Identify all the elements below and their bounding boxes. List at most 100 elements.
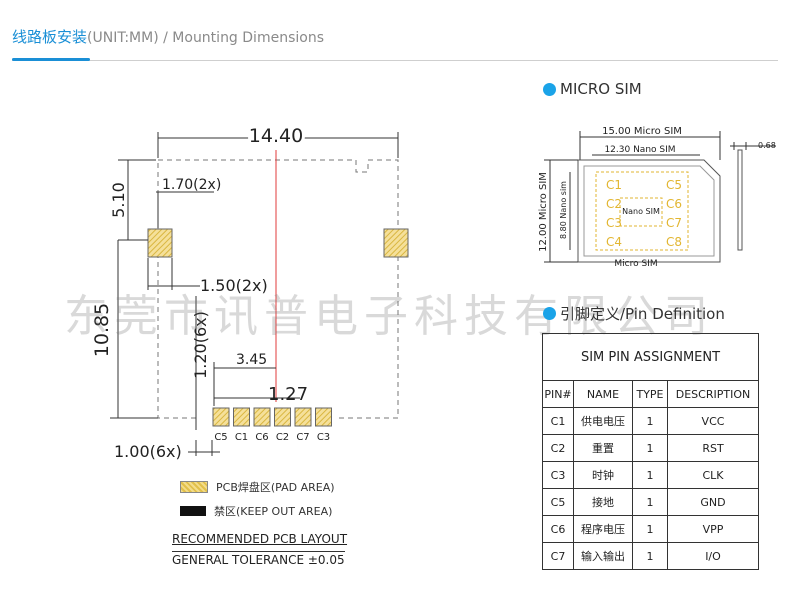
table-cell: 输入输出 (573, 542, 633, 570)
legend-keep-text: 禁区(KEEP OUT AREA) (214, 505, 333, 518)
contact-pad (253, 407, 271, 427)
page-title: 线路板安装(UNIT:MM) / Mounting Dimensions (12, 26, 324, 47)
table-cell: 1 (632, 515, 668, 543)
micro-contact-label: C5 (666, 178, 682, 192)
contact-pad (294, 407, 312, 427)
micro-dim-w: 15.00 Micro SIM (602, 126, 682, 137)
title-cn: 线路板安装 (12, 28, 88, 46)
table-cell: VPP (667, 515, 759, 543)
table-cell: GND (667, 488, 759, 516)
table-cell: C6 (542, 515, 574, 543)
footer-line1: RECOMMENDED PCB LAYOUT (172, 532, 348, 546)
contact-pad-label: C7 (296, 432, 309, 443)
contact-pad-label: C5 (214, 432, 227, 443)
contact-pad (274, 407, 291, 427)
dim-345-line (213, 362, 276, 406)
table-cell: C3 (542, 461, 574, 489)
table-cell: 供电电压 (573, 407, 633, 435)
contact-pad (233, 407, 250, 427)
micro-contact-label: C2 (606, 197, 622, 211)
contact-pad-label: C3 (317, 432, 330, 443)
table-cell: 1 (632, 488, 668, 516)
pad-right (383, 228, 409, 258)
dim-pin-w: 1.00(6x) (114, 442, 182, 461)
dim-pin-w-line (188, 440, 220, 456)
micro-dim-nano-w: 12.30 Nano SIM (604, 145, 675, 155)
table-cell: 接地 (573, 488, 633, 516)
micro-sim-title-text: MICRO SIM (560, 80, 642, 98)
micro-dim-h: 12.00 Micro SIM (538, 172, 549, 252)
table-cell: 1 (632, 542, 668, 570)
table-cell: C2 (542, 434, 574, 462)
micro-contact-label: C6 (666, 197, 682, 211)
header-accent-bar (12, 58, 90, 61)
col-header: PIN# (542, 380, 574, 408)
dim-height-line (110, 240, 158, 419)
dim-345: 3.45 (236, 352, 267, 368)
table-cell: I/O (667, 542, 759, 570)
legend-keep: 禁区(KEEP OUT AREA) (180, 503, 332, 519)
table-cell: 程序电压 (573, 515, 633, 543)
contact-pad-label: C6 (255, 432, 268, 443)
pin-table-header: PIN# NAME TYPE DESCRIPTION (542, 380, 759, 408)
micro-dim-nano-h: 8.80 Nano sim (559, 181, 568, 239)
micro-thickness: 0.68 (758, 141, 776, 150)
table-cell: 1 (632, 461, 668, 489)
table-cell: RST (667, 434, 759, 462)
micro-contact-label: C8 (666, 235, 682, 249)
dim-pad-w: 1.70(2x) (162, 177, 221, 193)
col-header: NAME (573, 380, 633, 408)
pin-def-title-text: 引脚定义/Pin Definition (560, 305, 725, 323)
dim-pad-gap: 1.50(2x) (200, 276, 268, 295)
dim-height: 10.85 (91, 303, 113, 357)
dim-pad-gap-line (147, 258, 200, 290)
table-cell: VCC (667, 407, 759, 435)
pin-def-title: 引脚定义/Pin Definition (543, 303, 725, 324)
micro-nano-label: Nano SIM (622, 207, 660, 216)
table-cell: CLK (667, 461, 759, 489)
bullet-dot-icon (543, 82, 556, 96)
pad-swatch-icon (180, 481, 208, 493)
dim-top-line (118, 159, 156, 241)
header-divider (12, 60, 778, 61)
table-cell: 时钟 (573, 461, 633, 489)
micro-contact-label: C1 (606, 178, 622, 192)
contact-pad (315, 407, 332, 427)
dim-top: 5.10 (109, 182, 128, 218)
micro-contact-label: C4 (606, 235, 622, 249)
title-en: (UNIT:MM) / Mounting Dimensions (87, 30, 324, 46)
micro-contact-label: C3 (606, 216, 622, 230)
legend-pad: PCB焊盘区(PAD AREA) (180, 479, 335, 495)
pin-table: SIM PIN ASSIGNMENT PIN# NAME TYPE DESCRI… (542, 333, 759, 570)
table-cell: C5 (542, 488, 574, 516)
dim-pin-pitch: 1.20(6x) (191, 311, 210, 379)
micro-sim-title: MICRO SIM (543, 80, 642, 98)
dim-width-line (157, 132, 399, 158)
bullet-dot-icon (543, 307, 556, 320)
table-cell: C7 (542, 542, 574, 570)
micro-sim-drawing: 15.00 Micro SIM 12.30 Nano SIM Nano SIM … (538, 126, 776, 269)
table-cell: 1 (632, 434, 668, 462)
dim-127: 1.27 (268, 384, 308, 405)
table-cell: 1 (632, 407, 668, 435)
col-header: DESCRIPTION (667, 380, 759, 408)
contact-pad-label: C2 (276, 432, 289, 443)
dim-width: 14.40 (249, 125, 303, 147)
legend-pad-text: PCB焊盘区(PAD AREA) (216, 481, 335, 494)
micro-bottom-label: Micro SIM (614, 259, 657, 269)
table-cell: 重置 (573, 434, 633, 462)
col-header: TYPE (632, 380, 668, 408)
micro-contact-label: C7 (666, 216, 682, 230)
keep-swatch-icon (180, 506, 206, 516)
footer-line2: GENERAL TOLERANCE ±0.05 (172, 551, 345, 567)
contact-pad (212, 407, 230, 427)
